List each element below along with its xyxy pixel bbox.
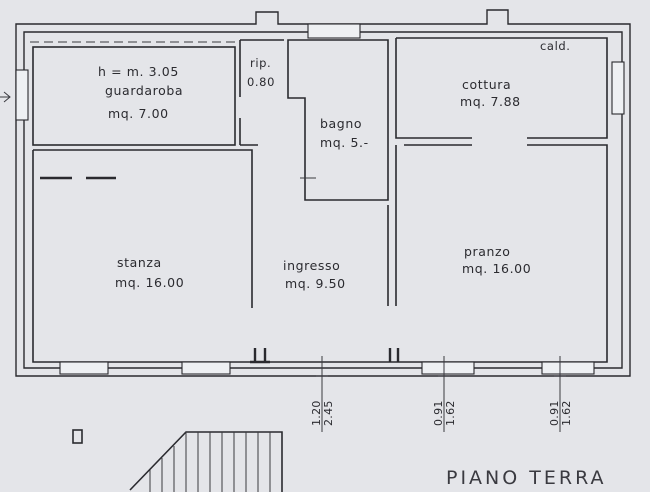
- room-pranzo-area: mq. 16.00: [462, 261, 531, 276]
- section-line: [0, 91, 116, 180]
- window-pranzo-2: [541, 361, 595, 375]
- dimension-3-top: 0.91: [548, 400, 561, 426]
- dimension-2-top: 0.91: [432, 400, 445, 426]
- room-pranzo-name: pranzo: [464, 244, 510, 259]
- room-bagno-area: mq. 5.-: [320, 135, 369, 150]
- height-note: h = m. 3.05: [98, 64, 179, 79]
- room-stanza-name: stanza: [117, 255, 162, 270]
- windows: [15, 23, 625, 375]
- dimension-1-top: 1.20: [310, 400, 323, 426]
- room-rip-name: rip.: [250, 56, 271, 70]
- room-ingresso-area: mq. 9.50: [285, 276, 346, 291]
- window-stanza-2: [181, 361, 231, 375]
- room-cald-name: cald.: [540, 39, 571, 53]
- window-stanza-1: [59, 361, 109, 375]
- window-pranzo-1: [421, 361, 475, 375]
- room-rip-area: 0.80: [247, 75, 275, 89]
- plan-title: PIANO TERRA: [446, 467, 607, 489]
- staircase: [129, 431, 283, 492]
- room-ingresso-name: ingresso: [283, 258, 340, 273]
- dimension-2-bottom: 1.62: [444, 400, 457, 426]
- interior-walls: [32, 37, 608, 363]
- room-cottura-name: cottura: [462, 77, 511, 92]
- outer-walls: [15, 9, 631, 377]
- dimension-1-bottom: 2.45: [322, 400, 335, 426]
- window-cottura: [611, 61, 625, 115]
- window-guardaroba: [15, 69, 29, 121]
- dimension-3-bottom: 1.62: [560, 400, 573, 426]
- dimension-leaders: [316, 356, 566, 432]
- room-bagno-name: bagno: [320, 116, 362, 131]
- room-stanza-area: mq. 16.00: [115, 275, 184, 290]
- room-cottura-area: mq. 7.88: [460, 94, 521, 109]
- room-guardaroba-name: guardaroba: [105, 83, 183, 98]
- window-bagno: [307, 23, 361, 39]
- room-guardaroba-area: mq. 7.00: [108, 106, 169, 121]
- marker-square: [72, 429, 83, 444]
